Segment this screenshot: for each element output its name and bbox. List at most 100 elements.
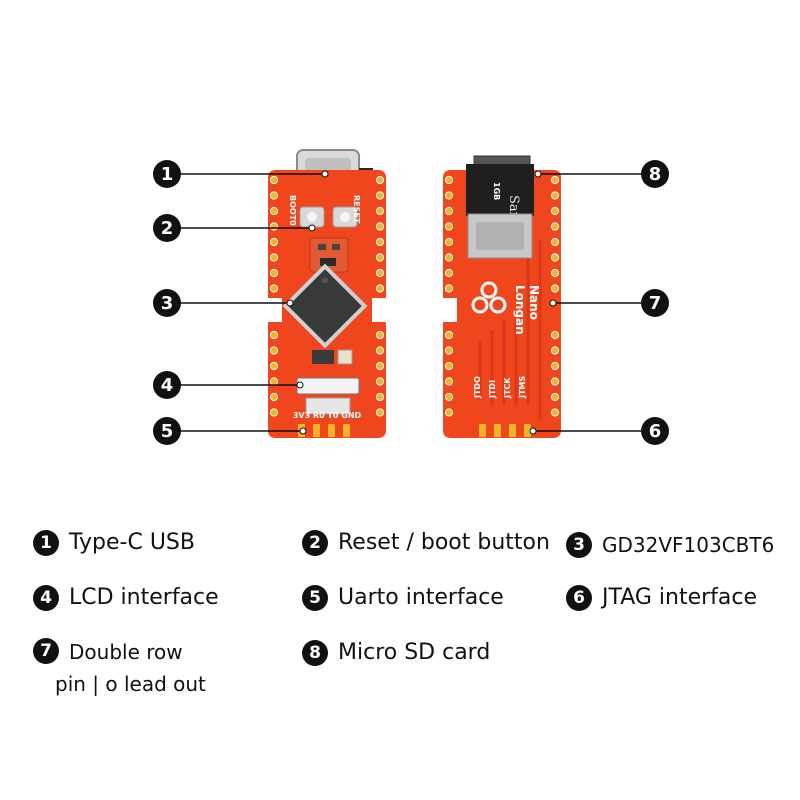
sd-size: 1GB [492, 182, 501, 200]
pin-hole [269, 408, 279, 417]
bottom-pad [313, 424, 320, 437]
legend-item-7: 7 Double row pin | o lead out [33, 636, 206, 700]
callout-badge-3 [153, 289, 181, 317]
callout-badge-8-num: 8 [649, 164, 662, 185]
legend-item-3: 3 GD32VF103CBT6 [566, 530, 774, 560]
pin-hole [550, 361, 560, 371]
reset-label: RESET [352, 195, 361, 224]
pin-hole [375, 191, 385, 200]
legend-badge-8: 8 [302, 640, 328, 666]
crystal [337, 349, 353, 365]
legend-text-3: GD32VF103CBT6 [602, 533, 775, 557]
pcb-traces [478, 240, 542, 420]
pin-hole [269, 206, 279, 216]
legend-text-7-line1: Double row [69, 640, 183, 664]
pin-hole [550, 392, 560, 402]
bottom-pad [509, 424, 516, 437]
pin-hole [269, 268, 279, 278]
pin-hole [550, 346, 560, 355]
pin-hole [269, 222, 279, 231]
pin-hole [269, 284, 279, 293]
component [318, 244, 326, 250]
pin-hole [444, 206, 454, 216]
jtag-label: JTCK [503, 377, 512, 399]
micro-sd-card [466, 164, 534, 216]
callout-badge-4 [153, 371, 181, 399]
legend-text-5: Uarto interface [338, 585, 504, 610]
pin-hole [375, 237, 385, 247]
callout-dot-2 [308, 224, 316, 232]
callout-dot-8 [534, 170, 542, 178]
regulator-area [309, 237, 349, 273]
pin-hole [550, 330, 560, 340]
callout-badge-2-num: 2 [161, 218, 174, 239]
callout-dot-7 [549, 299, 557, 307]
callout-badge-6 [641, 417, 669, 445]
legend-badge-5: 5 [302, 585, 328, 611]
pin-hole [550, 222, 560, 231]
pin-hole [444, 284, 454, 293]
pin-hole [550, 191, 560, 200]
bottom-pad [343, 424, 350, 437]
legend-item-5: 5 Uarto interface [302, 583, 504, 613]
jtag-label: JTDO [473, 376, 482, 399]
product-name-line2: Nano [527, 285, 541, 320]
pin-hole [269, 361, 279, 371]
legend-text-2: Reset / boot button [338, 530, 550, 555]
legend-item-8: 8 Micro SD card [302, 638, 490, 668]
callout-badge-3-num: 3 [161, 293, 174, 314]
pin-hole [375, 222, 385, 231]
callout-badge-1-num: 1 [161, 164, 174, 185]
legend-badge-7: 7 [33, 638, 59, 664]
sd-socket-inner [476, 222, 524, 250]
pin-hole [550, 206, 560, 216]
pin-hole [269, 392, 279, 402]
legend-text-4: LCD interface [69, 585, 219, 610]
lcd-connector [296, 377, 360, 395]
pin-hole [550, 175, 560, 185]
back-pin-holes [444, 175, 560, 417]
callout-dot-1 [321, 170, 329, 178]
bottom-pad [524, 424, 531, 437]
legend-badge-2: 2 [302, 530, 328, 556]
pin-hole [269, 330, 279, 340]
pin-hole [444, 253, 454, 262]
pin-hole [375, 330, 385, 340]
pin-hole [375, 268, 385, 278]
legend-item-4: 4 LCD interface [33, 583, 219, 613]
pin-hole [375, 206, 385, 216]
pin-hole [269, 191, 279, 200]
pin-hole [444, 222, 454, 231]
pin-hole [550, 253, 560, 262]
callout-badge-7-num: 7 [649, 293, 662, 314]
callout-badge-4-num: 4 [161, 375, 174, 396]
pin-hole [550, 237, 560, 247]
legend-text-8: Micro SD card [338, 640, 491, 665]
pin-hole [375, 392, 385, 402]
callout-badge-5-num: 5 [161, 421, 174, 442]
legend-item-1: 1 Type-C USB [33, 528, 195, 558]
component [332, 244, 340, 250]
legend-text-7-line2: pin | o lead out [55, 672, 206, 696]
callout-dot-4 [296, 381, 304, 389]
callout-badge-1 [153, 160, 181, 188]
callout-dot-3 [286, 299, 294, 307]
pin-hole [375, 175, 385, 185]
pin-hole [269, 377, 279, 386]
front-pin-holes [269, 175, 385, 417]
pin-hole [550, 377, 560, 386]
bottom-pad [494, 424, 501, 437]
callout-badge-8 [641, 160, 669, 188]
legend-item-2: 2 Reset / boot button [302, 528, 550, 558]
component [320, 258, 336, 266]
callouts: 1 2 3 4 5 6 7 8 [153, 160, 669, 445]
reset-button-cap [340, 212, 350, 222]
pin-hole [550, 408, 560, 417]
pin-hole [444, 330, 454, 340]
pin-hole [375, 408, 385, 417]
legend-badge-6: 6 [566, 585, 592, 611]
legend-item-6: 6 JTAG interface [566, 583, 757, 613]
pin-hole [444, 361, 454, 371]
back-bottom-pads [479, 424, 531, 437]
